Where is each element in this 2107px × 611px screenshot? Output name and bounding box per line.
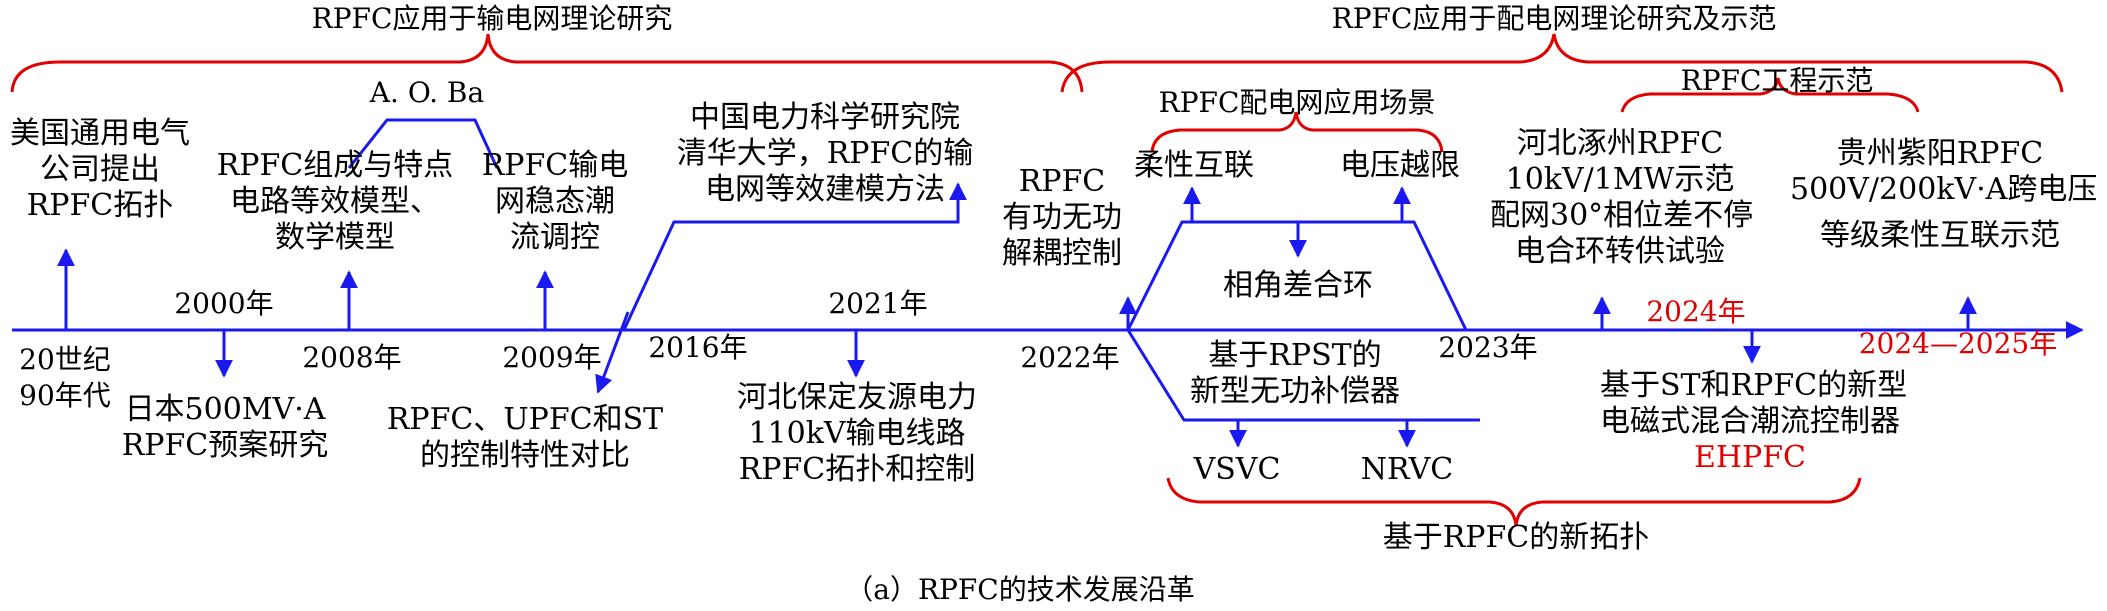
brace-scenario (1150, 111, 1444, 153)
year-1990s-line-1: 20世纪 (19, 343, 111, 376)
event-compare-line-2: 的控制特性对比 (420, 438, 630, 473)
event-transmission-control-line-3: 流调控 (510, 220, 600, 255)
year-1990s-line-2: 90年代 (19, 379, 111, 412)
header-distribution: RPFC应用于配电网理论研究及示范 (1331, 2, 1777, 35)
event-ehpfc-name: EHPFC (1693, 440, 1807, 475)
lower-branch (1126, 329, 1480, 422)
event-zhuozhou-line-2: 10kV/1MW示范 (1505, 162, 1735, 197)
event-guizhou-line-3: 等级柔性互联示范 (1820, 218, 2060, 253)
event-compare: RPFC、UPFC和ST 的控制特性对比 (380, 402, 670, 474)
event-ehpfc-line-2: 电磁式混合潮流控制器 (1600, 404, 1900, 439)
year-1990s: 20世纪 90年代 (0, 342, 130, 414)
event-composition-line-1: RPFC组成与特点 (216, 148, 454, 183)
event-composition-line-3: 数学模型 (275, 220, 395, 255)
event-ge-line-2: 公司提出 (40, 152, 160, 187)
event-compare-line-1: RPFC、UPFC和ST (386, 402, 664, 437)
event-ge-line-3: RPFC拓扑 (26, 188, 174, 223)
event-zhuozhou-line-4: 电合环转供试验 (1515, 234, 1725, 269)
event-flexible: 柔性互联 (1134, 148, 1254, 183)
event-zhuozhou-line-3: 配网30°相位差不停 (1490, 198, 1754, 233)
event-guizhou-line-2: 500V/200kV·A跨电压 (1790, 172, 2098, 207)
event-ge: 美国通用电气 公司提出 RPFC拓扑 (0, 116, 200, 224)
event-ge-line-1: 美国通用电气 (10, 116, 190, 151)
brace-transmission (10, 33, 1084, 93)
header-scenario: RPFC配电网应用场景 (1158, 86, 1436, 119)
event-baoding-line-2: 110kV输电线路 (748, 416, 966, 451)
event-transmission-control-line-1: RPFC输电 (481, 148, 629, 183)
event-transmission-control-line-2: 网稳态潮 (495, 184, 615, 219)
event-japan-line-1: 日本500MV·A (124, 392, 326, 427)
event-baoding: 河北保定友源电力 110kV输电线路 RPFC拓扑和控制 (712, 380, 1002, 488)
epri-connector (622, 182, 967, 331)
brace-new-topology (1166, 477, 1862, 527)
figure-caption: （a）RPFC的技术发展沿革 (845, 573, 1195, 606)
event-transmission-control: RPFC输电 网稳态潮 流调控 (475, 148, 635, 256)
event-decoupling: RPFC 有功无功 解耦控制 (992, 164, 1132, 272)
event-zhuozhou-line-1: 河北涿州RPFC (1516, 126, 1724, 161)
year-2021: 2021年 (828, 287, 928, 320)
event-ehpfc-line-1: 基于ST和RPFC的新型 (1600, 368, 1908, 403)
event-composition: RPFC组成与特点 电路等效模型、 数学模型 (210, 148, 460, 256)
event-guizhou-line-1: 贵州紫阳RPFC (1836, 136, 2044, 171)
event-epri-line-3: 电网等效建模方法 (705, 172, 945, 207)
event-ehpfc: 基于ST和RPFC的新型 电磁式混合潮流控制器 EHPFC (1600, 368, 1908, 476)
brace-distribution (1060, 33, 2064, 93)
event-nrvc: NRVC (1360, 452, 1454, 487)
event-epri: 中国电力科学研究院 清华大学，RPFC的输 电网等效建模方法 (650, 100, 1000, 208)
year-2022: 2022年 (1020, 341, 1120, 374)
event-rpst-line-2: 新型无功补偿器 (1190, 374, 1400, 409)
arrow-compare (595, 311, 630, 394)
event-phase-loop: 相角差合环 (1223, 268, 1373, 303)
event-guizhou: 贵州紫阳RPFC 500V/200kV·A跨电压 等级柔性互联示范 (1790, 136, 2098, 254)
header-new-topology: 基于RPFC的新拓扑 (1382, 520, 1650, 555)
ab-connector (347, 118, 499, 169)
event-vsvc: VSVC (1193, 452, 1281, 487)
event-epri-line-1: 中国电力科学研究院 (690, 100, 960, 135)
event-zhuozhou: 河北涿州RPFC 10kV/1MW示范 配网30°相位差不停 电合环转供试验 (1490, 126, 1754, 270)
event-decoupling-line-1: RPFC (1018, 164, 1106, 199)
year-2023: 2023年 (1438, 331, 1538, 364)
header-transmission: RPFC应用于输电网理论研究 (311, 2, 673, 35)
header-ab: A. O. Ba (369, 76, 485, 109)
event-epri-line-2: 清华大学，RPFC的输 (676, 136, 974, 171)
event-japan-line-2: RPFC预案研究 (121, 428, 329, 463)
year-2024: 2024年 (1646, 295, 1746, 328)
event-japan: 日本500MV·A RPFC预案研究 (100, 392, 350, 464)
event-voltage: 电压越限 (1340, 148, 1460, 183)
year-2024-2025: 2024—2025年 (1858, 327, 2058, 360)
header-engineering: RPFC工程示范 (1680, 64, 1874, 97)
year-2008: 2008年 (302, 341, 402, 374)
event-rpst-line-1: 基于RPST的 (1208, 338, 1382, 373)
year-2016: 2016年 (648, 331, 748, 364)
event-baoding-line-3: RPFC拓扑和控制 (738, 452, 976, 487)
year-2000: 2000年 (174, 287, 274, 320)
event-baoding-line-1: 河北保定友源电力 (737, 380, 977, 415)
event-composition-line-2: 电路等效模型、 (230, 184, 440, 219)
event-decoupling-line-2: 有功无功 (1002, 200, 1122, 235)
event-decoupling-line-3: 解耦控制 (1002, 236, 1122, 271)
brace-engineering (1620, 77, 1920, 113)
year-2009: 2009年 (502, 341, 602, 374)
event-rpst: 基于RPST的 新型无功补偿器 (1170, 338, 1420, 410)
